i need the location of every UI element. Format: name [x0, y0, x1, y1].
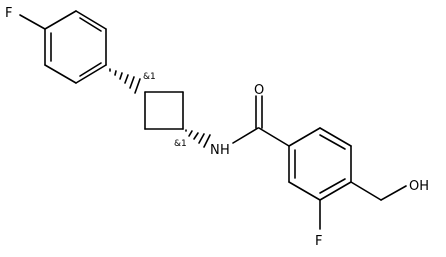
- stereo-label-c3: &1: [174, 139, 187, 149]
- bond-c-f-top: [19, 14, 46, 30]
- bond-amide-c-n: [232, 127, 259, 144]
- bond-ring-ch2: [350, 181, 382, 201]
- hashed-wedge-bond-aryl: [109, 68, 141, 94]
- cyclobutane-ring: [144, 91, 184, 130]
- hashed-wedge-bond-amine: [185, 129, 211, 148]
- fluorophenyl-ring: [44, 10, 107, 84]
- atom-fluorine-top: F: [5, 6, 12, 21]
- bond-carbonyl-to-ring: [258, 127, 290, 147]
- atom-nitrogen: N: [210, 143, 220, 158]
- atom-oxygen-carbonyl: O: [254, 83, 264, 98]
- benzamide-ring: [288, 127, 352, 201]
- stereo-label-c1: &1: [143, 72, 156, 82]
- atom-fluorine-ring: F: [315, 234, 322, 249]
- atom-hydroxyl: OH: [409, 179, 429, 194]
- atom-nitrogen-hydrogen: H: [220, 143, 230, 158]
- bond-ch2-o: [380, 185, 407, 201]
